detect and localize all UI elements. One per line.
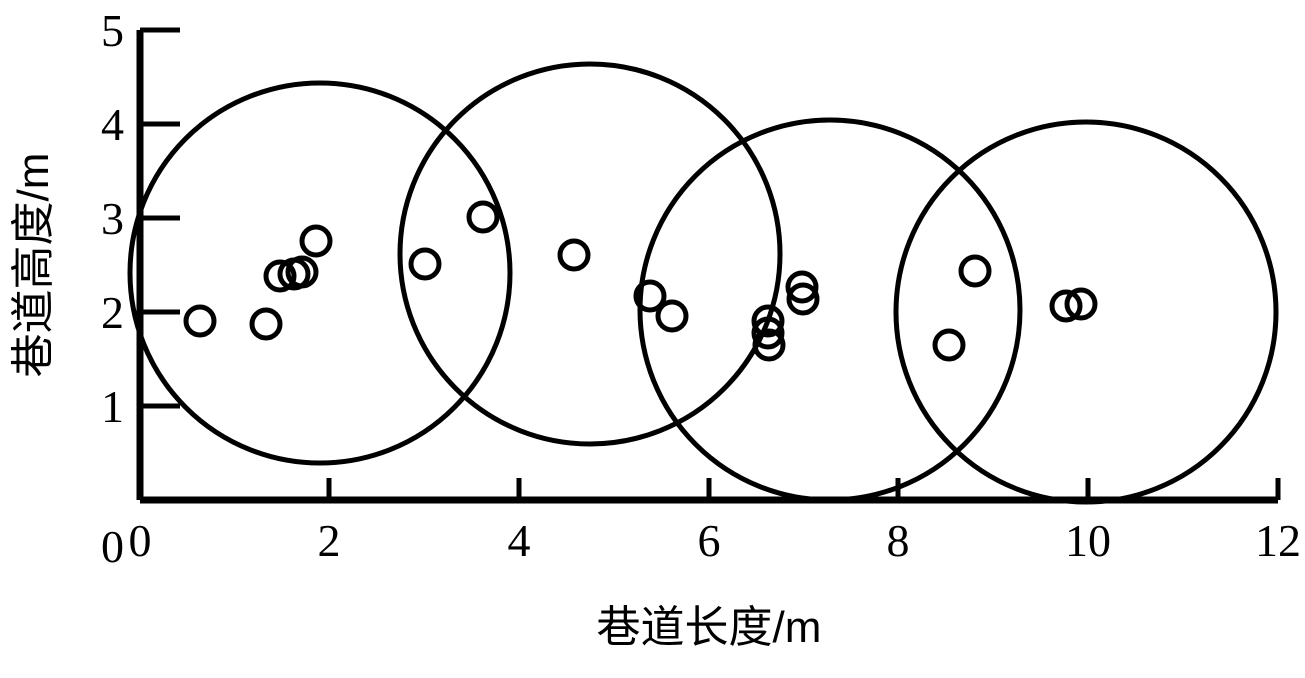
x-tick-label: 8 <box>887 515 910 566</box>
data-point <box>932 328 966 362</box>
coverage-circle <box>893 119 1279 505</box>
y-tick-marks <box>140 27 180 503</box>
axis-frame <box>136 30 1278 504</box>
data-point <box>557 238 591 272</box>
data-point <box>751 304 785 338</box>
data-point <box>263 259 297 293</box>
data-point <box>752 328 786 362</box>
x-tick-label: 0 <box>129 515 152 566</box>
data-point <box>786 282 820 316</box>
y-axis-title: 巷道高度/m <box>9 153 58 378</box>
data-point <box>466 200 500 234</box>
data-point <box>655 299 689 333</box>
y-tick-label: 5 <box>101 5 124 56</box>
x-tick-label: 12 <box>1255 515 1301 566</box>
data-point <box>958 254 992 288</box>
y-tick-label: 1 <box>101 381 124 432</box>
data-point <box>285 255 319 289</box>
data-points <box>183 200 1098 362</box>
y-tick-labels: 0 1 2 3 4 5 <box>101 5 124 572</box>
x-tick-marks <box>137 478 1281 500</box>
y-tick-label: 2 <box>101 287 124 338</box>
data-point <box>183 304 217 338</box>
x-tick-label: 6 <box>698 515 721 566</box>
coverage-circle <box>397 61 783 447</box>
data-point <box>785 270 819 304</box>
data-point <box>408 247 442 281</box>
data-point <box>751 316 785 350</box>
x-tick-label: 2 <box>318 515 341 566</box>
y-tick-label: 0 <box>101 521 124 572</box>
coverage-circle <box>127 80 513 466</box>
y-tick-label: 3 <box>101 193 124 244</box>
x-tick-label: 10 <box>1065 515 1111 566</box>
data-point <box>1049 289 1083 323</box>
data-point <box>633 279 667 313</box>
coverage-circle <box>637 117 1023 503</box>
data-point <box>249 307 283 341</box>
x-tick-label: 4 <box>508 515 531 566</box>
y-tick-label: 4 <box>101 99 124 150</box>
x-tick-labels: 0 2 4 6 8 10 12 <box>129 515 1302 566</box>
data-point <box>1064 287 1098 321</box>
data-point <box>299 224 333 258</box>
x-axis-title: 巷道长度/m <box>597 603 822 652</box>
coverage-circles <box>127 61 1279 505</box>
